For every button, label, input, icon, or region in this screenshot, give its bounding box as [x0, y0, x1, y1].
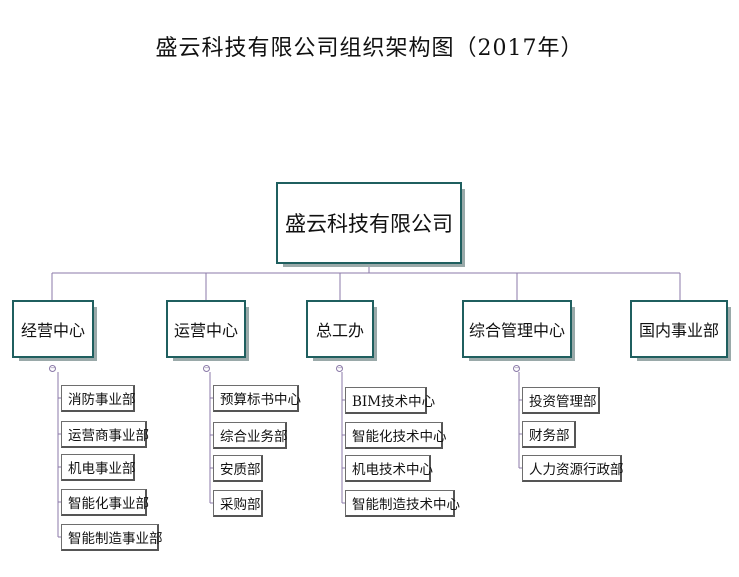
department-label: 安质部 — [220, 462, 261, 478]
department-label: 消防事业部 — [68, 392, 136, 408]
department-label: 综合业务部 — [220, 429, 288, 445]
center-node-operations[interactable]: 运营中心 — [166, 300, 249, 361]
department-label: 智能化技术中心 — [352, 429, 447, 445]
department-node[interactable]: 采购部 — [213, 490, 263, 517]
center-label: 综合管理中心 — [468, 321, 565, 340]
department-node[interactable]: 综合业务部 — [213, 422, 288, 449]
department-node[interactable]: 运营商事业部 — [61, 421, 149, 448]
department-node[interactable]: 机电技术中心 — [345, 455, 433, 482]
department-label: 采购部 — [220, 497, 261, 513]
department-node[interactable]: 智能化技术中心 — [345, 422, 447, 449]
department-node[interactable]: 智能化事业部 — [61, 489, 149, 516]
department-label: BIM技术中心 — [352, 394, 436, 410]
center-label: 运营中心 — [173, 321, 238, 340]
department-node[interactable]: 安质部 — [213, 455, 263, 482]
center-node-general-management[interactable]: 综合管理中心 — [462, 300, 575, 361]
collapse-minus-icon[interactable]: − — [49, 364, 56, 372]
department-node[interactable]: 人力资源行政部 — [522, 455, 624, 482]
department-label: 预算标书中心 — [220, 392, 301, 408]
department-node[interactable]: 预算标书中心 — [213, 385, 301, 412]
department-label: 机电技术中心 — [352, 462, 433, 478]
collapse-minus-icon[interactable]: − — [336, 364, 343, 372]
department-label: 人力资源行政部 — [529, 462, 624, 478]
center-label: 总工办 — [315, 321, 364, 340]
department-label: 投资管理部 — [529, 394, 597, 410]
center-label: 经营中心 — [20, 321, 85, 340]
center-label: 国内事业部 — [638, 321, 719, 340]
department-label: 智能化事业部 — [68, 496, 149, 512]
department-node[interactable]: 投资管理部 — [522, 387, 600, 414]
department-node[interactable]: 消防事业部 — [61, 385, 136, 412]
root-node[interactable]: 盛云科技有限公司 — [276, 182, 465, 267]
department-label: 财务部 — [529, 428, 570, 444]
department-node[interactable]: 智能制造技术中心 — [345, 490, 460, 517]
department-label: 智能制造事业部 — [68, 531, 163, 547]
root-label: 盛云科技有限公司 — [285, 212, 453, 236]
center-node-chief-engineer-office[interactable]: 总工办 — [306, 300, 377, 361]
department-label: 运营商事业部 — [68, 428, 149, 444]
department-node[interactable]: 财务部 — [522, 421, 576, 448]
center-node-operations-business[interactable]: 经营中心 — [12, 300, 97, 361]
department-node[interactable]: 智能制造事业部 — [61, 524, 163, 551]
chart-title: 盛云科技有限公司组织架构图（2017年） — [155, 36, 584, 61]
department-node[interactable]: BIM技术中心 — [345, 387, 435, 414]
collapse-minus-icon[interactable]: − — [513, 364, 520, 372]
department-label: 机电事业部 — [68, 461, 136, 477]
collapse-minus-icon[interactable]: − — [203, 364, 210, 372]
department-label: 智能制造技术中心 — [352, 497, 460, 513]
department-node[interactable]: 机电事业部 — [61, 454, 136, 481]
center-node-domestic-business[interactable]: 国内事业部 — [630, 300, 731, 361]
